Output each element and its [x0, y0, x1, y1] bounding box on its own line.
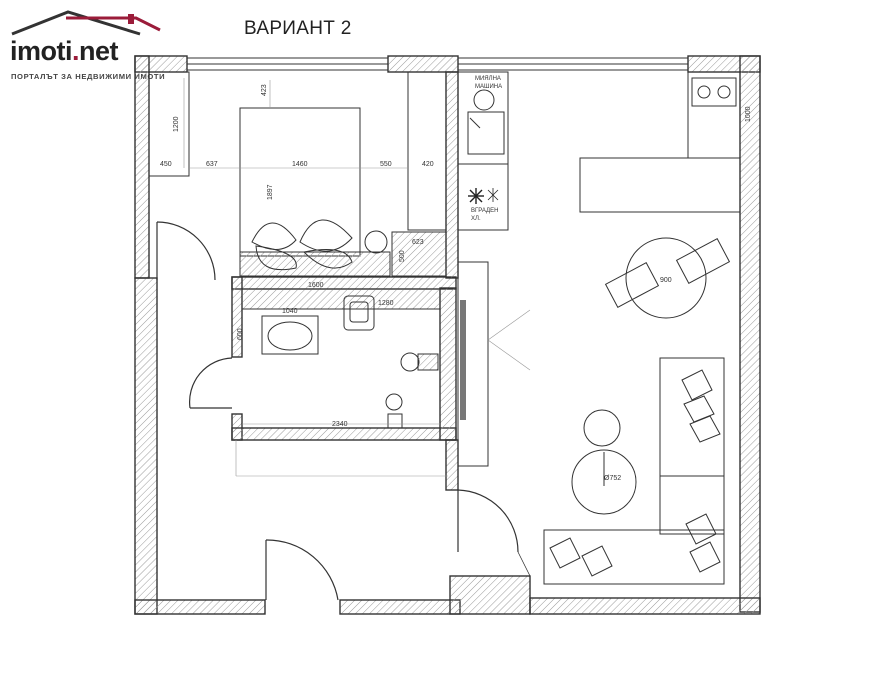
dining-table	[625, 237, 707, 319]
bathroom	[235, 288, 448, 477]
living-door	[457, 489, 519, 553]
bidet-base	[387, 413, 403, 429]
cushion	[689, 541, 721, 573]
wall-segment	[231, 427, 457, 441]
kitchen-island	[579, 157, 741, 213]
tv-unit	[457, 261, 489, 467]
sink	[261, 315, 319, 355]
tv	[460, 300, 466, 420]
dim-1200: 1200	[173, 116, 180, 132]
entrance-door	[265, 539, 339, 601]
dim-1040: 1040	[282, 308, 298, 315]
logo-tagline: ПОРТАЛЪТ ЗА НЕДВИЖИМИ ИМОТИ	[11, 72, 166, 81]
logo-wordmark: imoti.net	[10, 36, 119, 66]
sofa	[660, 357, 725, 580]
dim-500: 500	[399, 250, 406, 262]
dim-900: 900	[660, 277, 672, 284]
side-table	[583, 409, 621, 447]
cushion	[549, 537, 581, 569]
dim-600: 600	[237, 328, 244, 340]
shower-head	[400, 352, 420, 372]
wall-segment	[339, 599, 461, 615]
wall-segment	[739, 55, 761, 613]
kitchen-sink	[467, 111, 505, 155]
wall-segment	[231, 276, 457, 290]
dining-chair	[675, 238, 731, 284]
cooktop	[691, 77, 737, 107]
dim-550: 550	[380, 161, 392, 168]
dim-1460: 1460	[292, 161, 308, 168]
coffee-table	[571, 449, 637, 515]
wall-segment	[529, 597, 761, 615]
dim-2340: 2340	[332, 421, 348, 428]
dishwasher-label: МИЯЛНА	[475, 76, 501, 82]
living-room	[457, 237, 731, 585]
windows	[186, 57, 689, 71]
dishwasher-symbol	[473, 89, 495, 111]
cushion	[689, 415, 721, 443]
side-cabinet	[391, 231, 447, 277]
dim-1897: 1897	[267, 184, 274, 200]
plan-title: ВАРИАНТ 2	[244, 18, 352, 39]
cushion	[581, 545, 613, 577]
dim-420: 420	[422, 161, 434, 168]
house-roof-icon	[11, 10, 161, 36]
cushion	[685, 513, 717, 545]
dim-1280: 1280	[378, 300, 394, 307]
walls	[134, 55, 761, 615]
kitchen-counter-right	[687, 71, 741, 159]
bedroom-door	[156, 221, 216, 281]
kitchen	[457, 71, 741, 231]
wall-segment	[445, 71, 459, 279]
wardrobe-left	[148, 71, 190, 177]
wall-segment	[134, 599, 266, 615]
wall-segment	[439, 287, 457, 441]
dimension-labels: 450 637 1460 550 420 423 1200 1897 623 5…	[160, 84, 752, 482]
bedroom	[148, 71, 447, 277]
cushion	[681, 369, 713, 401]
bath-counter	[241, 288, 441, 310]
wall-segment	[134, 55, 150, 279]
wardrobe-right	[407, 71, 447, 231]
fridge-label: ВГРАДЕН	[471, 208, 498, 214]
snowflake-icon	[468, 188, 499, 204]
burner	[697, 85, 711, 99]
fridge-label: ХЛ.	[471, 216, 481, 222]
dishwasher-label: МАШИНА	[475, 84, 502, 90]
fridge-cabinet	[457, 163, 509, 231]
wall-segment	[449, 575, 531, 615]
pillow-shape	[299, 219, 353, 252]
burner	[717, 85, 731, 99]
wall-segment	[231, 276, 243, 358]
dim-623: 623	[412, 239, 424, 246]
wall-segment	[134, 277, 158, 615]
site-logo[interactable]: imoti.net ПОРТАЛЪТ ЗА НЕДВИЖИМИ ИМОТИ	[8, 8, 178, 84]
wall-segment	[445, 439, 459, 491]
pillow-shape	[255, 245, 297, 271]
dim-752: Ø752	[604, 475, 621, 482]
nightstand-lamp	[364, 230, 388, 254]
dim-450: 450	[160, 161, 172, 168]
dim-1000: 1000	[745, 106, 752, 122]
dim-637: 637	[206, 161, 218, 168]
dining-chair	[604, 262, 660, 308]
bathroom-door	[188, 357, 233, 409]
pillow-shape	[251, 222, 297, 250]
sofa-chaise	[543, 529, 725, 585]
shower-valve	[417, 353, 439, 371]
cushion	[683, 395, 715, 423]
wall-segment	[387, 55, 459, 73]
dim-1600: 1600	[308, 282, 324, 289]
sink-bowl	[267, 321, 313, 351]
toilet	[343, 295, 375, 331]
dim-423: 423	[261, 84, 268, 96]
bed	[239, 107, 361, 257]
appliance-labels: МИЯЛНА МАШИНА ВГРАДЕН ХЛ.	[471, 76, 502, 222]
bed-headboard	[239, 251, 391, 277]
pillow-shape	[302, 249, 353, 269]
bidet	[385, 393, 403, 411]
doors	[156, 221, 531, 601]
